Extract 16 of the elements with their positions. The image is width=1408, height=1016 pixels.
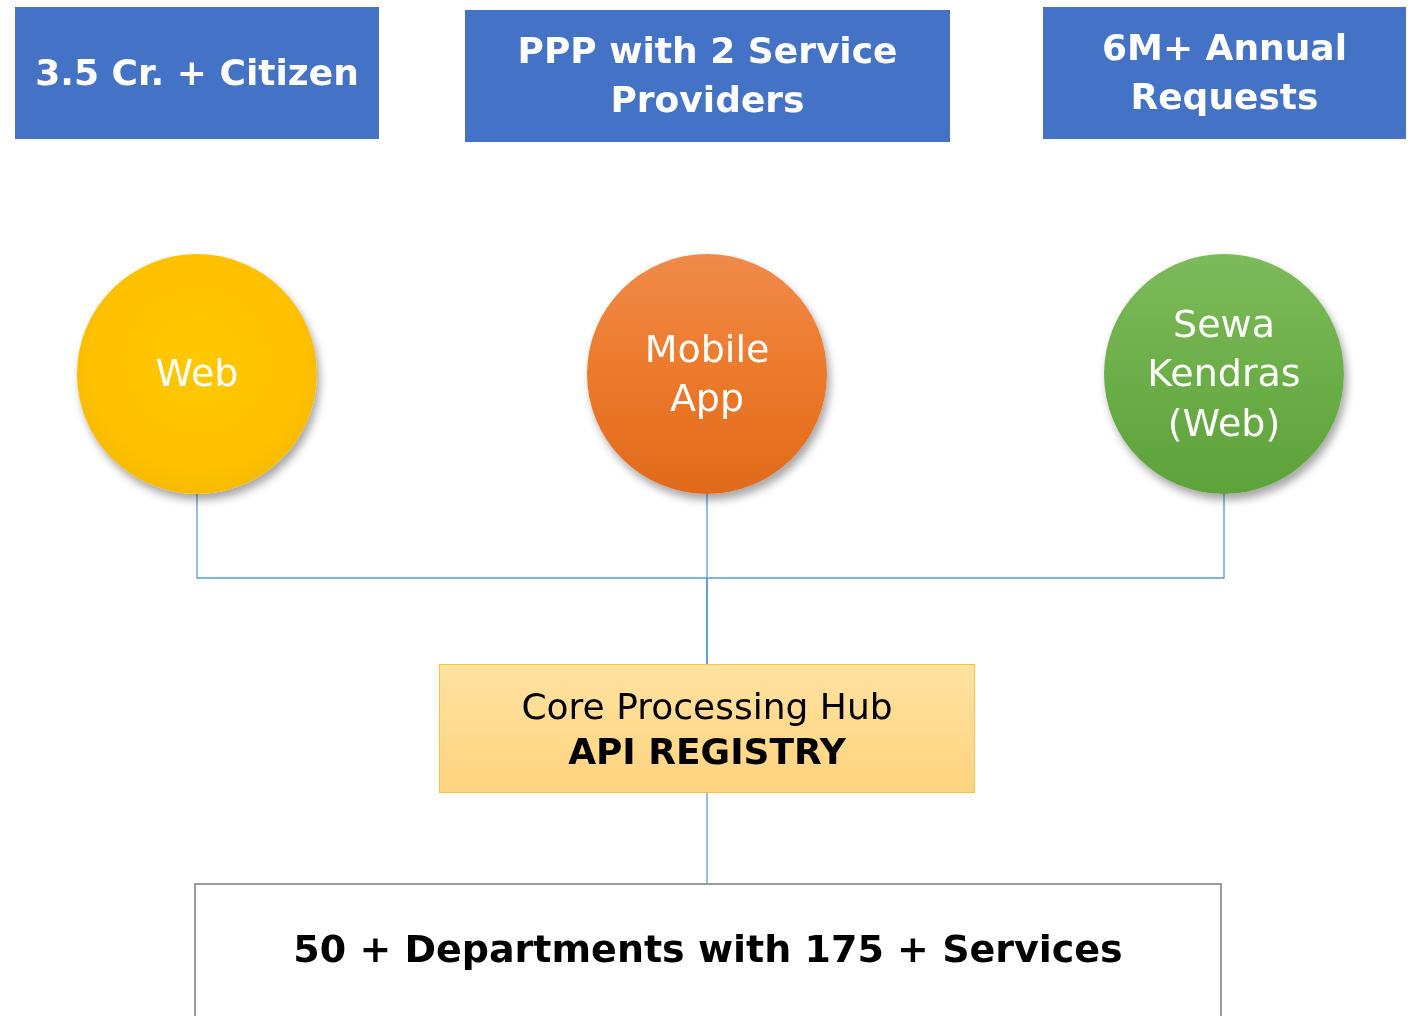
node-label: 6M+ Annual Requests xyxy=(1101,26,1348,119)
hub-box xyxy=(439,664,975,793)
connector-line xyxy=(706,792,708,884)
stat-box xyxy=(1043,7,1406,139)
departments-box xyxy=(194,883,1222,1016)
node-label: 50 + Departments with 175 + Services xyxy=(293,927,1123,971)
node-label: 3.5 Cr. + Citizen xyxy=(35,50,359,95)
node-label: Web xyxy=(155,350,239,398)
connector-line xyxy=(706,493,1225,665)
node-label: PPP with 2 Service Providers xyxy=(516,29,899,122)
stat-box xyxy=(465,10,950,142)
node-label: Mobile App xyxy=(643,325,771,422)
node-label: Core Processing Hub xyxy=(521,684,893,729)
node-subtitle: API REGISTRY xyxy=(568,729,846,774)
stat-box xyxy=(15,7,379,139)
node-label: Sewa Kendras (Web) xyxy=(1146,300,1302,447)
